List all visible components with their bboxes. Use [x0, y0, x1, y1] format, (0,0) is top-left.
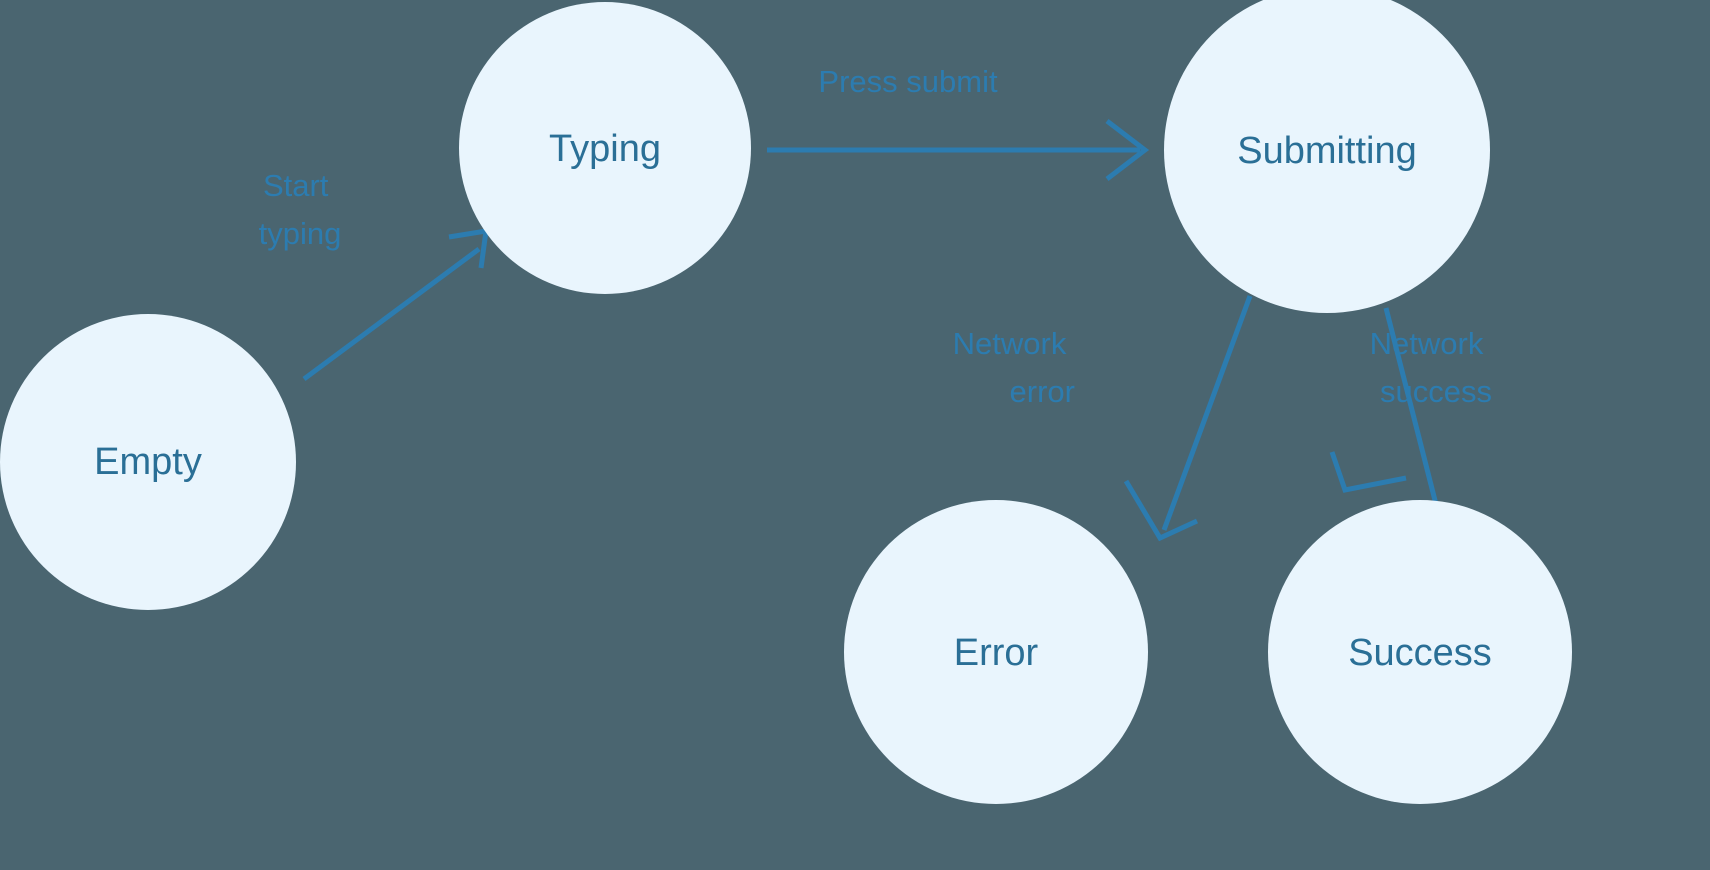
edge-label-line: Network — [953, 326, 1067, 361]
edge-label-line: error — [1010, 374, 1075, 409]
state-node-circle[interactable] — [1164, 0, 1490, 313]
state-node-success[interactable]: Success — [1268, 500, 1572, 804]
edge-label-press-submit: Press submit — [818, 64, 998, 99]
state-node-circle[interactable] — [459, 2, 751, 294]
state-node-error[interactable]: Error — [844, 500, 1148, 804]
edge-label-line: typing — [259, 216, 342, 251]
edge-line — [302, 246, 481, 382]
edge-line — [1161, 295, 1253, 531]
state-node-label: Success — [1348, 632, 1492, 674]
state-node-label: Empty — [94, 441, 202, 483]
state-node-circle[interactable] — [844, 500, 1148, 804]
state-node-label: Submitting — [1237, 130, 1417, 172]
edge-typing-to-submitting: Press submit — [767, 64, 1150, 181]
arrowhead-icon — [1329, 451, 1407, 493]
edge-label-start-typing: Start typing — [259, 168, 342, 251]
edge-line — [1383, 307, 1444, 525]
state-node-label: Typing — [549, 128, 661, 170]
edge-label-line: Network — [1370, 326, 1484, 361]
state-node-typing[interactable]: Typing — [459, 2, 751, 294]
edge-label-line: success — [1380, 374, 1492, 409]
edge-submitting-to-error: Network error — [953, 295, 1253, 542]
arrowhead-icon — [1105, 119, 1150, 181]
edge-label-network-success: Network success — [1370, 326, 1492, 409]
state-node-circle[interactable] — [1268, 500, 1572, 804]
arrowhead-icon — [1123, 479, 1199, 542]
edge-submitting-to-success: Network success — [1329, 307, 1492, 525]
state-node-empty[interactable]: Empty — [0, 314, 296, 610]
state-node-circle[interactable] — [0, 314, 296, 610]
edge-label-line: Start — [263, 168, 329, 203]
state-node-label: Error — [954, 632, 1039, 674]
state-node-submitting[interactable]: Submitting — [1164, 0, 1490, 313]
edge-label-line: Press submit — [818, 64, 998, 99]
edge-label-network-error: Network error — [953, 326, 1075, 409]
